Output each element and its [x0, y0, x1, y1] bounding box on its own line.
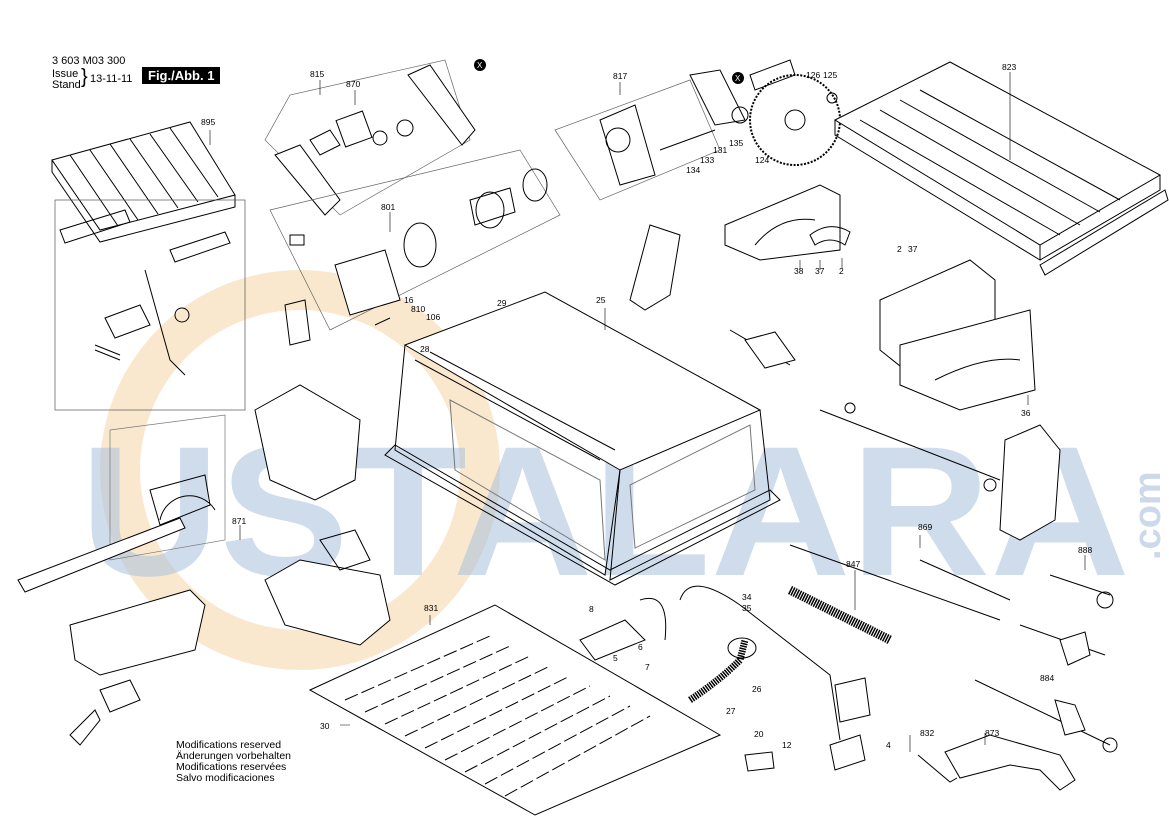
part-label: 135 [729, 138, 743, 148]
part-label: 895 [201, 117, 215, 127]
extension-table-823 [833, 61, 1169, 276]
part-label: 37 [908, 244, 918, 254]
part-label: 7 [645, 662, 650, 672]
blade-guard-plates [254, 384, 391, 646]
brace: } [81, 66, 88, 88]
stand-label: Stand [52, 79, 81, 91]
part-label: 30 [320, 721, 330, 731]
note-es: Salvo modificaciones [176, 772, 275, 784]
part-label: 38 [794, 266, 804, 276]
leader-lines [209, 72, 1086, 752]
part-label: 133 [700, 155, 714, 165]
part-label: 125 [823, 70, 837, 80]
part-label: 847 [846, 559, 860, 569]
part-label: 6 [638, 642, 643, 652]
note-fr: Modifications reservées [176, 761, 287, 773]
part-label: 36 [1021, 408, 1031, 418]
modifications-notice: Modifications reserved Änderungen vorbeh… [176, 740, 291, 784]
part-number-labels: 895 815 870 817 823 126 125 131 133 134 … [201, 62, 1092, 750]
part-label: 26 [752, 684, 762, 694]
spindle-shaft-assembly [629, 224, 1001, 492]
base-housing-25 [384, 291, 781, 586]
switch-assembly-4 [829, 677, 871, 771]
part-label: 126 [806, 70, 820, 80]
part-label: 12 [782, 740, 792, 750]
part-label: 873 [985, 728, 999, 738]
hex-wrench-832 [917, 754, 958, 783]
miter-gauge-assembly-871 [17, 414, 226, 746]
part-label: 134 [686, 165, 700, 175]
part-label: 870 [346, 79, 360, 89]
cable-and-dust-hose [579, 585, 841, 741]
bevel-scale-housing-36 [879, 259, 1036, 411]
part-label: 884 [1040, 673, 1054, 683]
issue-date: 13-11-11 [90, 73, 133, 85]
part-label: 29 [497, 298, 507, 308]
fence-rail-assembly-895 [51, 121, 246, 411]
x-marker-1-label: X [477, 61, 483, 70]
part-label: 817 [613, 71, 627, 81]
x-marker-1: X [474, 59, 486, 71]
lock-knob-884 [974, 679, 1118, 753]
part-label: 8 [589, 604, 594, 614]
part-label: 35 [742, 603, 752, 613]
saw-blade-124 [731, 59, 841, 166]
x-marker-2-label: X [735, 74, 741, 83]
part-label: 5 [613, 653, 618, 663]
note-de: Änderungen vorbehalten [176, 750, 292, 762]
bottom-plate-831 [308, 604, 722, 816]
part-label: 28 [420, 344, 430, 354]
part-label: 801 [381, 202, 395, 212]
part-label: 37 [815, 266, 825, 276]
part-label: 34 [742, 592, 752, 602]
part-label: 2 [897, 244, 902, 254]
height-adjust-knob-888 [1019, 574, 1114, 666]
part-label: 124 [755, 155, 769, 165]
blade-guard-assembly-815 [264, 59, 476, 216]
part-label: 20 [754, 729, 764, 739]
part-label: 869 [918, 522, 932, 532]
document-number: 3 603 M03 300 [52, 55, 126, 67]
part-label: 888 [1078, 545, 1092, 555]
part-label: 16 [404, 295, 414, 305]
motor-assembly-801 [269, 149, 561, 346]
push-stick-873 [944, 734, 1076, 791]
part-label: 25 [596, 295, 606, 305]
part-label: 831 [424, 603, 438, 613]
label-plate-20 [744, 751, 775, 772]
riving-knife-assembly-817 [554, 69, 746, 201]
part-label: 106 [426, 312, 440, 322]
part-label: 27 [726, 706, 736, 716]
issue-label: Issue [52, 68, 79, 80]
part-label: 131 [713, 145, 727, 155]
tilt-lock-bracket-869 [787, 424, 1061, 645]
x-marker-2: X [732, 72, 744, 84]
part-label: 4 [886, 740, 891, 750]
watermark-domain: .com [1127, 471, 1169, 560]
part-label: 832 [920, 728, 934, 738]
part-label: 871 [232, 516, 246, 526]
part-label: 815 [310, 69, 324, 79]
note-en: Modifications reserved [176, 739, 282, 751]
part-label: 823 [1002, 62, 1016, 72]
tilt-bracket-38 [724, 184, 851, 261]
figure-label: Fig./Abb. 1 [142, 67, 221, 84]
part-label: 2 [839, 266, 844, 276]
part-label: 810 [411, 304, 425, 314]
